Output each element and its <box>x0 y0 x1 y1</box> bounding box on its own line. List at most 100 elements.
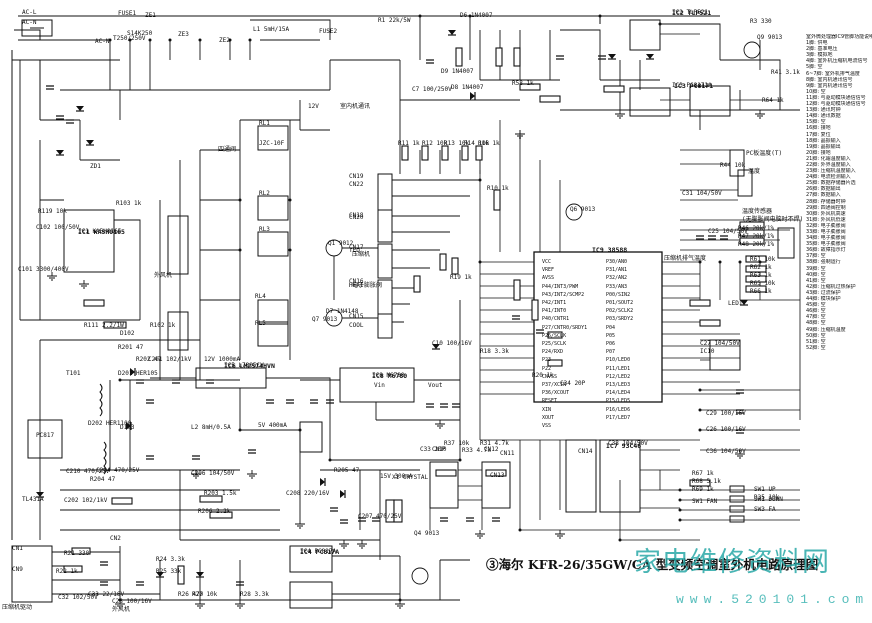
junction-dot <box>238 248 242 252</box>
optocoupler <box>289 545 333 573</box>
mcu-pin: P32/AN2 <box>606 275 628 282</box>
relay-coil <box>257 321 289 347</box>
photo-c-label: IC4 PC817A <box>300 548 340 556</box>
component-label: D103 <box>120 424 135 431</box>
wire <box>100 561 108 566</box>
component-label: Q1 9012 <box>328 240 354 247</box>
note-line: 32脚: 电子膨胀阀 <box>806 222 846 229</box>
note-line: 12脚: 与驱动模块通信信号 <box>806 101 866 108</box>
component-label: R64 1k <box>762 97 784 104</box>
wire <box>172 379 180 384</box>
wire <box>499 120 561 252</box>
component-label: PC817 <box>36 432 55 439</box>
note-line: 1脚: 供电 <box>806 40 828 47</box>
component-label: D8 1N4007 <box>451 84 484 91</box>
wire <box>339 540 349 549</box>
diode <box>56 150 64 155</box>
wire <box>300 379 460 421</box>
wire <box>392 179 480 269</box>
connector-cn <box>11 545 53 603</box>
wire <box>66 119 74 124</box>
junction-dot <box>698 428 702 432</box>
component-label: RL1 <box>259 120 270 127</box>
diode <box>320 478 325 486</box>
wire <box>236 581 244 586</box>
component-label: D102 <box>120 330 135 337</box>
component-label: ZE2 <box>219 37 230 44</box>
wire <box>492 517 500 522</box>
transformer-winding <box>103 441 107 475</box>
junction-dot <box>238 428 242 432</box>
wire <box>536 329 544 334</box>
component-label: ZE3 <box>178 31 189 38</box>
note-line: 17脚: 复位 <box>806 131 831 138</box>
wire <box>56 115 64 120</box>
component-label: CN12 <box>484 446 499 453</box>
transistor <box>565 203 583 221</box>
junction-dot <box>298 428 302 432</box>
resistor <box>603 85 625 93</box>
component-label: R62 1k <box>750 264 772 271</box>
junction-dot <box>678 488 682 492</box>
junction-dot <box>518 528 522 532</box>
note-line: 14脚: 通讯数据 <box>806 113 841 120</box>
wire <box>39 140 141 320</box>
note-line: 6~7脚: 室外机排气温度 <box>806 70 860 77</box>
relay-coil <box>257 299 289 325</box>
diode <box>470 92 475 100</box>
wire <box>440 517 448 522</box>
wire <box>680 489 800 521</box>
plug-icon <box>21 19 53 37</box>
component-label: R66 1k <box>750 288 772 295</box>
junction-dot <box>698 408 702 412</box>
wire <box>700 389 800 451</box>
note-line: 13脚: 通讯时钟 <box>806 107 841 114</box>
note-line: 33脚: 电子膨胀阀 <box>806 229 846 235</box>
diode <box>448 30 456 35</box>
mcu-pin: P42/INT1 <box>542 300 567 307</box>
transistor <box>411 567 429 585</box>
wire <box>439 559 470 600</box>
note-line: 16脚: 接地 <box>806 125 831 132</box>
component-label: C102 100/50V <box>36 224 80 231</box>
mcu-pin: P33/AN3 <box>606 283 628 290</box>
component-label: 压缩机 <box>352 251 371 258</box>
transformer-winding <box>99 383 103 417</box>
junction-dot <box>478 260 482 264</box>
wire <box>19 60 140 321</box>
wire <box>660 23 781 110</box>
wire <box>136 379 144 384</box>
note-line: 28脚: 存储器时钟 <box>806 198 846 205</box>
component-label: R205 47 <box>334 467 360 474</box>
resistor <box>739 237 765 245</box>
component-label: IC5 L7805CV <box>224 362 264 369</box>
note-line: 5脚: 空 <box>806 64 823 71</box>
component-label: CN22 <box>349 181 364 188</box>
junction-dot <box>458 458 462 462</box>
wire <box>475 530 485 539</box>
connector-cn <box>729 149 745 177</box>
junction-dot <box>598 14 602 18</box>
note-line: 24脚: 电流检测输入 <box>806 174 851 181</box>
note-line: 2脚: 基准电压 <box>806 46 838 53</box>
wire <box>299 100 330 131</box>
component-label: RL2 <box>259 190 270 197</box>
component-label: R35 10k <box>754 494 780 501</box>
wire <box>708 235 716 240</box>
component-label: 外风机 <box>112 606 131 613</box>
diode <box>432 344 440 349</box>
wire <box>239 388 301 520</box>
component-label: 室内机通讯 <box>340 103 371 110</box>
component-label: SW1 DOWN <box>754 496 783 503</box>
wire <box>286 399 294 404</box>
wire <box>110 59 520 130</box>
resistor <box>103 321 127 329</box>
component-label: SW3 FA <box>754 506 776 513</box>
component-label: R27 10k <box>192 591 218 598</box>
optocoupler <box>629 87 671 117</box>
junction-dot <box>758 260 762 264</box>
note-line: 11脚: 与驱动模块通信信号 <box>806 94 866 101</box>
component-label: CN17 <box>349 244 364 251</box>
wire <box>239 119 300 360</box>
